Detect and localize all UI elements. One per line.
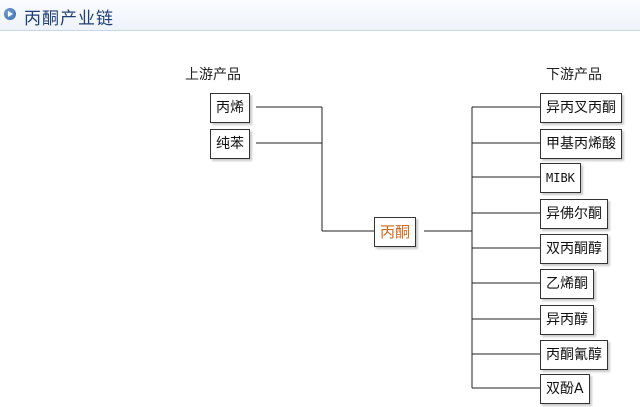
upstream-node-benzene: 纯苯 xyxy=(210,129,250,159)
downstream-node-4: 异佛尔酮 xyxy=(540,199,608,229)
downstream-node-2: 甲基丙烯酸 xyxy=(540,129,622,159)
center-node-acetone: 丙酮 xyxy=(374,217,417,247)
downstream-node-7: 异丙醇 xyxy=(540,305,594,335)
downstream-node-5: 双丙酮醇 xyxy=(540,234,608,264)
page-title: 丙酮产业链 xyxy=(24,9,114,29)
downstream-node-6: 乙烯酮 xyxy=(540,269,594,299)
downstream-node-3: MIBK xyxy=(540,163,581,193)
downstream-node-1: 异丙叉丙酮 xyxy=(540,93,622,123)
bullet-arrow-icon xyxy=(4,8,16,20)
header-bar: 丙酮产业链 xyxy=(0,0,640,31)
downstream-node-8: 丙酮氰醇 xyxy=(540,340,608,370)
downstream-label: 下游产品 xyxy=(546,67,602,83)
downstream-node-9: 双酚A xyxy=(540,374,590,404)
upstream-label: 上游产品 xyxy=(185,67,241,83)
upstream-node-propylene: 丙烯 xyxy=(210,93,250,123)
